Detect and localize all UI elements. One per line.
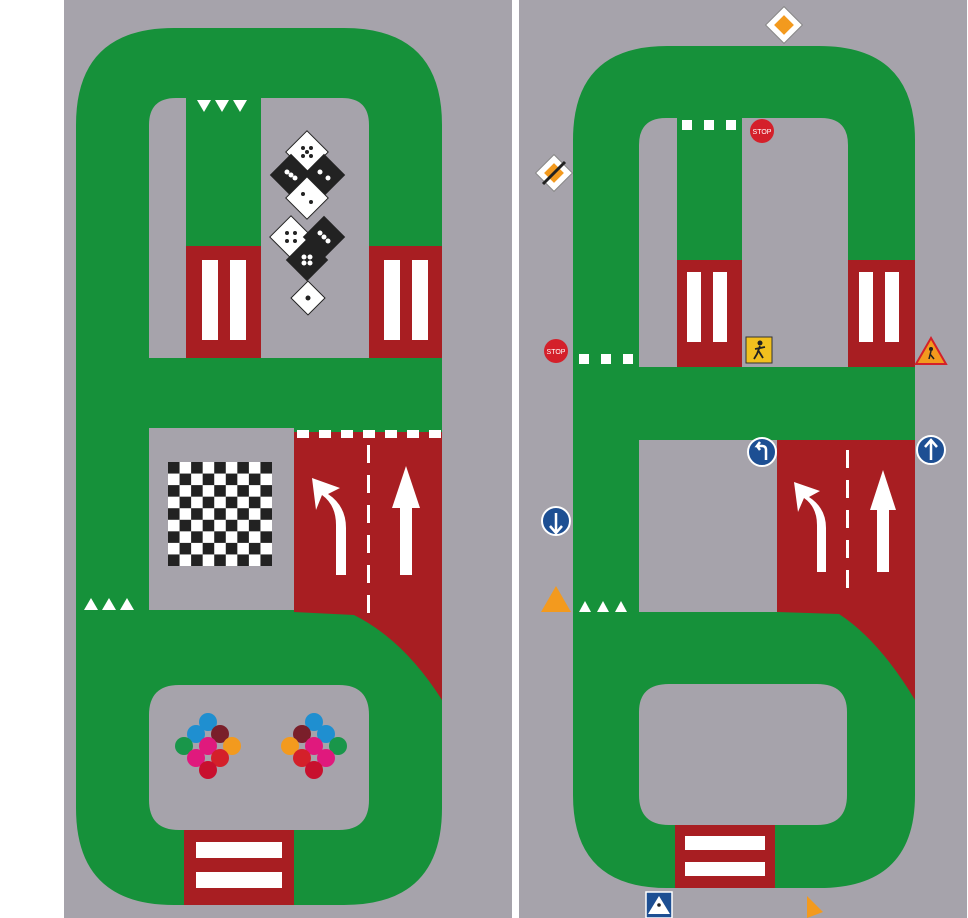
crosswalk-stripe xyxy=(196,842,282,858)
turn-left-icon xyxy=(748,438,776,466)
checker-square xyxy=(214,531,226,543)
crosswalk-stripe xyxy=(230,260,246,340)
crosswalk-stripe xyxy=(859,272,873,342)
checker-square xyxy=(180,543,192,555)
checker-square xyxy=(191,554,203,566)
right-stop-squares-top xyxy=(682,120,736,130)
checker-square xyxy=(260,554,272,566)
checker-square xyxy=(237,485,249,497)
crosswalk-stripe xyxy=(885,272,899,342)
twister-dot xyxy=(305,761,323,779)
checker-square xyxy=(168,554,180,566)
checker-square xyxy=(168,485,180,497)
checkerboard-game xyxy=(168,462,272,566)
warning-triangle-icon xyxy=(807,896,823,918)
checker-square xyxy=(168,531,180,543)
left-give-way-top xyxy=(197,100,247,112)
checker-square xyxy=(237,462,249,474)
checker-square xyxy=(180,520,192,532)
stop-sign-label: STOP xyxy=(547,349,566,356)
straight-ahead-sign-left xyxy=(542,507,570,535)
checker-square xyxy=(214,508,226,520)
left-give-way-bottom xyxy=(84,598,134,610)
checker-square xyxy=(237,508,249,520)
turn-left-sign xyxy=(748,438,776,466)
stop-sign-top: STOP xyxy=(750,119,774,143)
checker-square xyxy=(249,543,261,555)
checker-square xyxy=(168,508,180,520)
twister-dots-right xyxy=(281,713,347,779)
checker-square xyxy=(214,462,226,474)
crosswalk-stripe xyxy=(713,272,727,342)
right-stop-squares-left xyxy=(579,354,633,364)
checker-square xyxy=(249,497,261,509)
right-track-center-strip xyxy=(677,118,742,260)
checker-square xyxy=(191,508,203,520)
right-track-panel: STOP STOP xyxy=(519,0,967,918)
priority-road-sign xyxy=(766,7,803,44)
checker-square xyxy=(260,485,272,497)
pedestrian-crossing-sign xyxy=(746,337,772,363)
checker-square xyxy=(237,531,249,543)
straight-ahead-sign-right xyxy=(917,436,945,464)
stop-sign-label: STOP xyxy=(753,129,772,136)
crosswalk-stripe xyxy=(412,260,428,340)
checker-square xyxy=(226,474,238,486)
right-crosswalk-box-2 xyxy=(848,260,915,367)
checker-square xyxy=(214,554,226,566)
crosswalk-stripe xyxy=(687,272,701,342)
right-bottom-crosswalk xyxy=(675,825,775,888)
left-bottom-crosswalk xyxy=(184,830,294,905)
twister-dot xyxy=(199,761,217,779)
checker-square xyxy=(226,520,238,532)
checker-square xyxy=(203,474,215,486)
warning-sign-bottom xyxy=(807,896,823,918)
warning-triangle-icon xyxy=(541,586,571,612)
checker-square xyxy=(237,554,249,566)
checker-square xyxy=(260,462,272,474)
dice-hopscotch-game xyxy=(270,131,345,315)
left-track-center-strip xyxy=(186,98,261,258)
checker-square xyxy=(203,543,215,555)
right-track-diagram: STOP STOP xyxy=(519,0,967,918)
crosswalk-stripe xyxy=(685,862,765,876)
left-crosswalk-box-1 xyxy=(186,246,261,358)
crosswalk-sign-bottom xyxy=(646,892,672,918)
pedestrian-warning-sign xyxy=(916,338,946,364)
warning-triangle-sign xyxy=(541,586,571,612)
crosswalk-stripe xyxy=(384,260,400,340)
checker-square xyxy=(203,520,215,532)
left-track-diagram xyxy=(64,0,512,918)
checker-square xyxy=(191,531,203,543)
checker-square xyxy=(249,474,261,486)
checker-square xyxy=(191,462,203,474)
end-of-priority-sign xyxy=(536,155,573,192)
stop-sign-left: STOP xyxy=(544,339,568,363)
crosswalk-stripe xyxy=(202,260,218,340)
checker-square xyxy=(180,474,192,486)
right-crosswalk-box-1 xyxy=(677,260,742,367)
checker-square xyxy=(226,543,238,555)
checker-square xyxy=(226,497,238,509)
crosswalk-stripe xyxy=(196,872,282,888)
checker-square xyxy=(249,520,261,532)
crosswalk-stripe xyxy=(685,836,765,850)
checker-square xyxy=(260,508,272,520)
checker-square xyxy=(168,462,180,474)
checker-square xyxy=(214,485,226,497)
checker-square xyxy=(203,497,215,509)
checker-square xyxy=(191,485,203,497)
twister-dots-left xyxy=(175,713,241,779)
checker-square xyxy=(260,531,272,543)
left-track-panel xyxy=(64,0,512,918)
left-crosswalk-box-2 xyxy=(369,246,442,358)
checker-square xyxy=(180,497,192,509)
